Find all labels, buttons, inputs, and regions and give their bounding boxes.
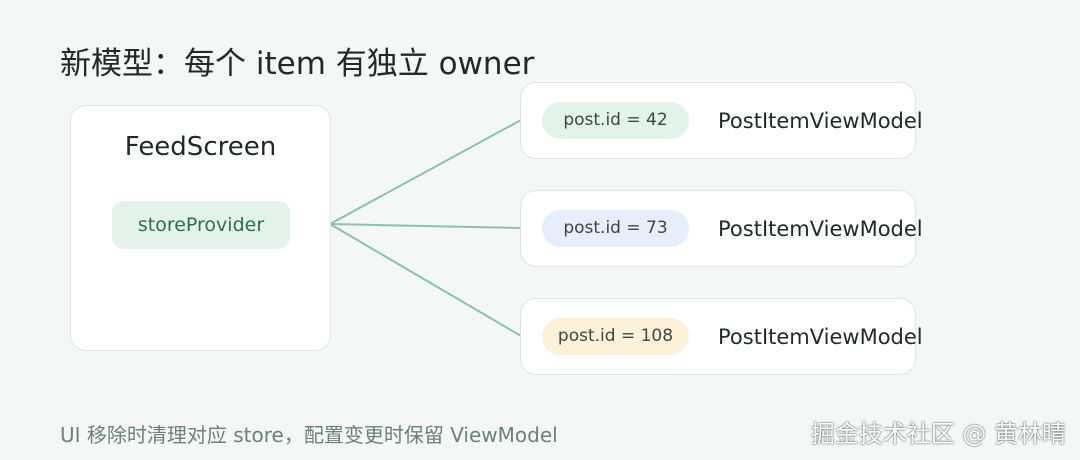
item-card-2: post.id = 73 PostItemViewModel <box>520 190 923 267</box>
footer-note: UI 移除时清理对应 store，配置变更时保留 ViewModel <box>60 423 558 447</box>
owner-card-feedscreen: FeedScreen storeProvider <box>70 105 331 351</box>
item-viewmodel-label-2: PostItemViewModel <box>718 217 923 241</box>
page-title: 新模型：每个 item 有独立 owner <box>60 46 535 82</box>
item-viewmodel-label-1: PostItemViewModel <box>718 109 923 133</box>
store-provider-pill: storeProvider <box>112 201 290 249</box>
connector-line-3 <box>329 223 522 337</box>
item-card-3: post.id = 108 PostItemViewModel <box>520 298 923 375</box>
item-id-pill-3: post.id = 108 <box>542 318 689 355</box>
owner-title: FeedScreen <box>124 132 277 162</box>
connector-line-2 <box>329 223 522 229</box>
item-id-pill-2: post.id = 73 <box>542 210 689 247</box>
item-id-pill-1: post.id = 42 <box>542 102 689 139</box>
item-card-1: post.id = 42 PostItemViewModel <box>520 82 923 159</box>
watermark: 掘金技术社区 @ 黄林晴 <box>810 420 1066 448</box>
connector-line-1 <box>329 119 522 225</box>
item-viewmodel-label-3: PostItemViewModel <box>718 325 923 349</box>
